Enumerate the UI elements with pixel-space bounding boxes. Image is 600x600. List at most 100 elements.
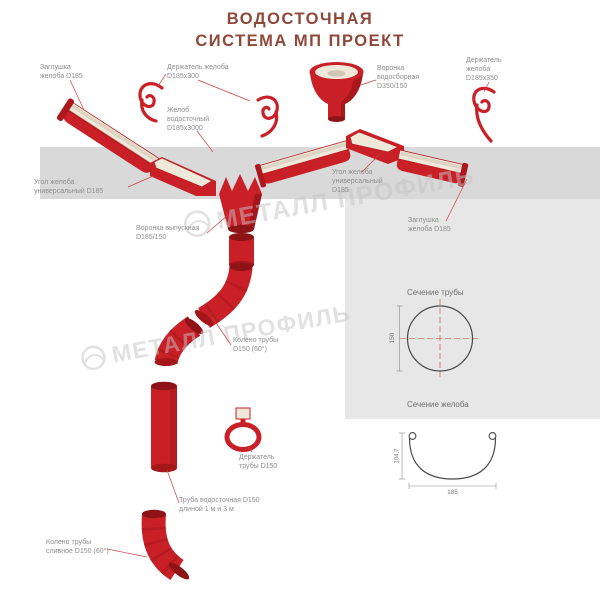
gutter-profile-outline: [408, 437, 497, 480]
label-gutter-holder-300: Держатель желоба D185х300: [167, 64, 229, 81]
label-gutter-cap-right: Заглушка желоба D185: [408, 217, 451, 234]
label-drain-elbow: Колено трубы сливное D150 (60°): [46, 539, 109, 556]
downpipe-shade: [170, 386, 177, 468]
pipe-holder: [224, 407, 262, 452]
downpipe-top-opening: [151, 381, 177, 391]
pipe-section-title: Сечение трубы: [407, 288, 464, 297]
drain-elbow-outlet: [168, 562, 190, 580]
gutter-bead-right: [488, 432, 497, 440]
logo-swoosh-icon: [83, 354, 105, 365]
elbow-inlet: [229, 263, 253, 271]
collector-funnel: [309, 62, 364, 122]
label-corner-right: Угол желоба универсальный D185: [332, 169, 383, 195]
leader-elbow: [211, 316, 232, 346]
hook-curl: [138, 82, 164, 109]
label-gutter-holder-350: Держатель желоба D185х350: [466, 57, 502, 83]
label-gutter-cap-left: Заглушка желоба D185: [40, 64, 83, 81]
gutter-body: [396, 157, 463, 184]
holder-ring: [224, 422, 262, 452]
leader-outlet-funnel: [206, 214, 229, 234]
elbow-body: [197, 265, 253, 328]
drain-elbow-inlet: [142, 509, 166, 519]
leader-holder300: [197, 79, 251, 102]
gutter-inner-shade: [70, 104, 158, 163]
gutter-inner-shade: [259, 142, 347, 171]
drain-elbow: [141, 509, 190, 581]
page-title-line2: СИСТЕМА МП ПРОЕКТ: [195, 32, 405, 51]
leader-drain-elbow: [106, 548, 148, 558]
gutter-hook-left: [138, 82, 164, 123]
gutter-corner-left: [150, 157, 216, 196]
page-title-line1: ВОДОСТОЧНАЯ: [226, 10, 374, 28]
label-collector-funnel: Воронка водосборная D350/150: [377, 65, 420, 91]
collector-body: [310, 73, 363, 119]
gutter-connector: [255, 163, 266, 188]
leader-corner-left: [127, 175, 154, 188]
label-pipe-holder: Держатель трубы D150: [239, 454, 278, 471]
leader-corner-right: [361, 153, 381, 173]
funnel-outlet: [228, 224, 254, 234]
stub-top-opening: [229, 233, 254, 241]
leader-collector-funnel: [360, 79, 377, 86]
collector-hole: [327, 70, 346, 77]
leader-pipe-holder: [246, 445, 253, 453]
hook-tail: [260, 110, 279, 138]
hook-tail: [140, 98, 158, 123]
gutter-body: [260, 148, 351, 184]
leader-cap-right: [445, 178, 468, 222]
pipe-elbow-lower: [154, 316, 204, 366]
gutter-rim: [66, 108, 155, 168]
downpipe: [151, 381, 177, 473]
gutter-hook-center: [256, 95, 279, 138]
gutter-end-cap-right: [457, 162, 469, 187]
metal-profil-logo-icon: [81, 345, 106, 371]
gutter-bead-left: [408, 432, 417, 440]
gutter-hook-right: [472, 86, 496, 143]
pipe-outline: [406, 305, 474, 372]
leader-holder300-b: [157, 73, 167, 87]
stub-body: [229, 237, 254, 265]
gutter-width-dim: 185: [447, 489, 458, 496]
pipe-diameter-dim: 150: [389, 332, 396, 343]
funnel-claws: [219, 174, 262, 194]
hook-tail: [475, 103, 493, 143]
elbow-outlet: [194, 309, 214, 327]
gutter-end-cap-left: [56, 98, 75, 122]
hook-curl: [256, 95, 279, 120]
label-pipe: Труба водосточная D150 длиной 1 м и 3 м: [179, 497, 260, 514]
label-elbow: Колено трубы D150 (60°): [233, 337, 279, 354]
pipe-elbow-upper: [194, 263, 253, 328]
downpipe-bottom: [151, 463, 177, 473]
collector-shade: [341, 73, 363, 119]
collector-outlet: [328, 116, 345, 122]
pipe-section-diagram: 150: [389, 299, 480, 378]
gutter-inner-shade: [400, 151, 463, 170]
gutter-section-title: Сечение желоба: [407, 400, 469, 409]
holder-plate: [235, 407, 251, 420]
hook-curl: [472, 86, 496, 114]
corner-opening: [153, 157, 213, 188]
leader-holder350: [483, 81, 490, 93]
label-gutter: Желоб водосточный D185х3000: [167, 107, 210, 133]
corner-opening: [349, 131, 399, 153]
elbow2-outlet: [154, 358, 178, 366]
leader-gutter: [196, 130, 214, 153]
gutter-corner-right: [346, 129, 404, 164]
gutter-right-down-run: [396, 149, 469, 187]
logo-swoosh-icon: [186, 220, 210, 232]
page-title: ВОДОСТОЧНАЯ СИСТЕМА МП ПРОЕКТ: [0, 8, 600, 53]
funnel-shade: [248, 194, 262, 229]
leader-lines: [69, 73, 490, 558]
label-outlet-funnel: Воронка выпускная D185/150: [136, 225, 200, 242]
gutter-body: [63, 108, 155, 173]
leader-cap-left: [69, 79, 85, 111]
gutter-right-up-run: [255, 140, 351, 188]
elbow2-inlet: [184, 317, 204, 335]
gutter-section-diagram: 104,7 185: [395, 432, 497, 496]
leader-pipe: [166, 469, 180, 504]
label-corner-left: Угол желоба универсальный D185: [34, 179, 104, 196]
outlet-funnel: [219, 174, 262, 234]
gutter-left-run: [56, 98, 160, 173]
gutter-height-dim: 104,7: [395, 448, 401, 464]
